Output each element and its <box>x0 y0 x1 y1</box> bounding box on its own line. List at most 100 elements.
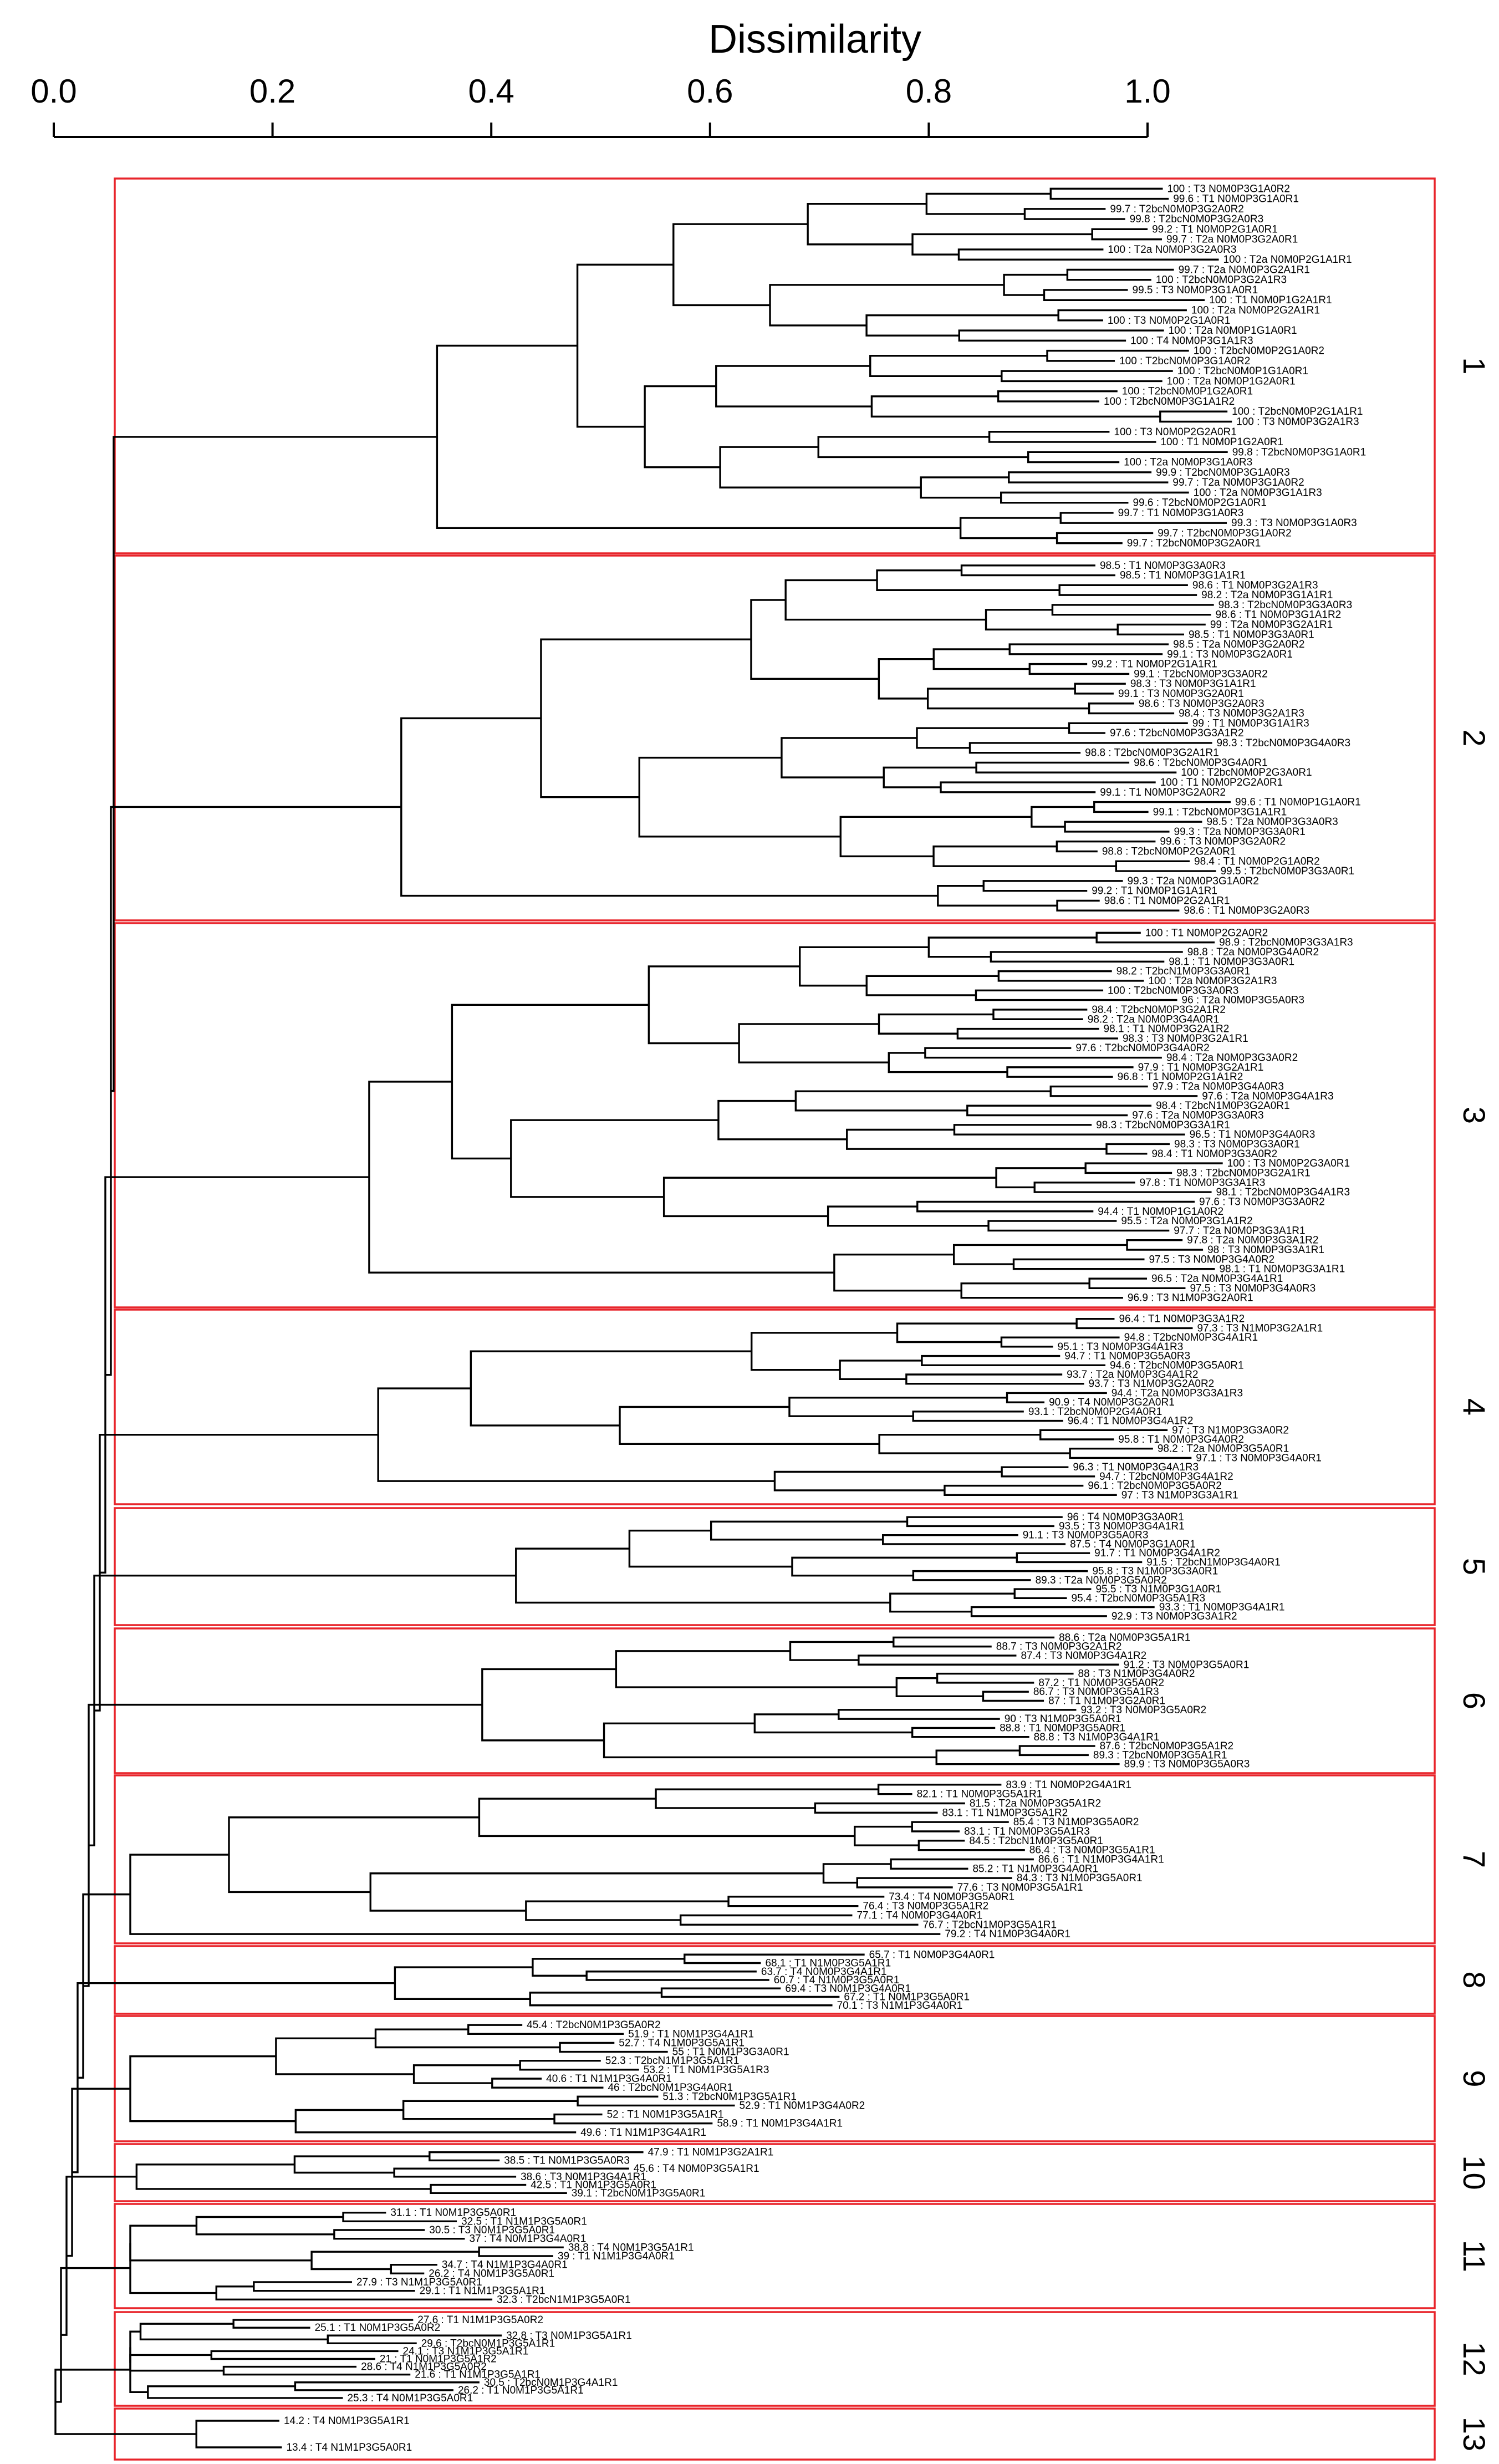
leaf-label: 32.3 : T2bcN1M1P3G5A0R1 <box>497 2294 631 2305</box>
leaf-label: 99.3 : T2a N0M0P3G1A0R2 <box>1128 875 1259 887</box>
branch <box>869 355 1048 377</box>
cluster-box <box>114 922 1436 1309</box>
branch <box>925 192 1051 215</box>
leaf-label: 88.8 : T1 N0M0P3G5A0R1 <box>1000 1722 1125 1734</box>
branch <box>1093 801 1231 813</box>
leaf-label: 99.1 : T3 N0M0P3G2A0R1 <box>1167 649 1293 660</box>
cluster-number: 9 <box>1457 2070 1492 2087</box>
leaf-label: 98.5 : T1 N0M0P3G3A0R1 <box>1189 629 1314 640</box>
leaf-label: 84.5 : T2bcN1M0P3G5A0R1 <box>969 1835 1103 1847</box>
leaf-label: 86.6 : T1 N1M0P3G4A1R1 <box>1038 1854 1164 1866</box>
branch <box>195 2216 344 2236</box>
leaf-label: 87.4 : T3 N0M0P3G4A1R2 <box>1021 1650 1146 1662</box>
leaf-label: 98.6 : T1 N0M0P3G1A1R2 <box>1216 609 1342 621</box>
cluster-number: 13 <box>1457 2417 1492 2451</box>
leaf-label: 45.4 : T2bcN0M1P3G5A0R2 <box>527 2019 661 2031</box>
leaf-label: 32.8 : T3 N0M1P3G5A1R1 <box>506 2330 632 2341</box>
leaf-label: 100 : T2a N0M0P2G2A1R1 <box>1191 305 1320 317</box>
leaf-label: 98.2 : T2a N0M0P3G1A1R1 <box>1201 589 1333 601</box>
x-tick-label: 0.6 <box>687 73 733 110</box>
leaf-label: 89.3 : T2a N0M0P3G5A0R2 <box>1036 1575 1167 1586</box>
branch <box>865 975 999 996</box>
leaf-label: 79.2 : T4 N1M0P3G4A0R1 <box>945 1928 1070 1940</box>
leaf-label: 100 : T3 N0M0P2G2A0R1 <box>1114 426 1236 438</box>
leaf-label: 99.7 : T1 N0M0P3G1A0R3 <box>1118 507 1244 519</box>
leaf-label: 98.4 : T1 N0M0P3G3A0R2 <box>1151 1148 1277 1160</box>
leaf-label: 98.5 : T1 N0M0P3G1A1R1 <box>1120 570 1246 582</box>
leaf-label: 58.9 : T1 N0M1P3G4A1R1 <box>717 2118 843 2130</box>
leaf-label: 97.6 : T2a N0M0P3G3A0R3 <box>1132 1110 1263 1122</box>
branch <box>1028 663 1130 675</box>
branch <box>294 2109 577 2134</box>
leaf-label: 60.7 : T4 N1M0P3G5A0R1 <box>774 1974 900 1986</box>
leaf-label: 93.2 : T3 N0M0P3G5A0R2 <box>1080 1704 1206 1716</box>
leaf-label: 30.5 : T2bcN0M1P3G4A1R1 <box>484 2377 618 2389</box>
leaf-label: 90.9 : T4 N0M0P3G2A0R1 <box>1049 1397 1175 1408</box>
leaf-label: 93.7 : T3 N1M0P3G2A0R2 <box>1089 1378 1215 1390</box>
branch <box>956 1027 1118 1040</box>
leaf-label: 98.3 : T3 N0M0P3G2A1R1 <box>1123 1033 1248 1045</box>
branch <box>129 2347 148 2394</box>
leaf-label: 69.4 : T3 N0M1P3G4A0R1 <box>785 1983 911 1994</box>
branch <box>960 564 1115 577</box>
branch <box>100 1176 369 1574</box>
branch <box>519 2060 639 2071</box>
leaf-label: 99.1 : T3 N0M0P3G2A0R1 <box>1118 688 1244 700</box>
branch <box>916 1200 1195 1213</box>
leaf-label: 99 : T1 N0M0P3G1A1R3 <box>1192 717 1309 729</box>
branch <box>374 2028 560 2049</box>
leaf-label: 96.1 : T2bcN0M0P3G5A0R2 <box>1088 1480 1222 1492</box>
branch <box>603 1722 937 1759</box>
leaf-label: 98.6 : T1 N0M0P2G2A1R1 <box>1104 895 1230 907</box>
branch <box>920 476 1009 499</box>
leaf-label: 95.4 : T2bcN0M0P3G5A1R3 <box>1072 1592 1206 1604</box>
branch <box>644 385 721 469</box>
leaf-label: 96.9 : T3 N1M0P3G2A0R1 <box>1128 1292 1253 1304</box>
branch <box>1088 1277 1186 1290</box>
leaf-label: 97.6 : T3 N0M0P3G3A0R2 <box>1199 1196 1325 1208</box>
branch <box>924 1047 1162 1059</box>
leaf-label: 97.8 : T2a N0M0P3G3A1R2 <box>1187 1235 1318 1246</box>
leaf-label: 100 : T2a N0M0P3G1A1R3 <box>1194 487 1322 498</box>
branch <box>1056 899 1180 912</box>
branch <box>451 1004 649 1160</box>
branch <box>672 223 808 307</box>
branch <box>878 1013 994 1035</box>
leaf-label: 99.7 : T2bcN0M0P3G2A0R2 <box>1110 203 1244 215</box>
branch <box>911 1821 1009 1832</box>
branch <box>839 816 1032 858</box>
leaf-label: 93.1 : T2bcN0M0P2G4A0R1 <box>1028 1406 1163 1418</box>
branch <box>858 1654 1119 1666</box>
branch <box>540 638 751 798</box>
leaf-label: 31.1 : T1 N0M1P3G5A0R1 <box>390 2207 516 2219</box>
leaf-label: 32.5 : T1 N1M1P3G5A0R1 <box>461 2216 587 2227</box>
branch <box>129 1854 941 1935</box>
branch <box>878 658 934 700</box>
leaf-label: 88.8 : T3 N1M0P3G4A1R1 <box>1034 1732 1160 1743</box>
branch <box>911 233 1093 256</box>
leaf-label: 94.7 : T1 N0M0P3G5A0R3 <box>1064 1351 1190 1362</box>
leaf-label: 99.9 : T2bcN0M0P3G1A0R3 <box>1156 467 1290 478</box>
branch <box>1003 273 1068 296</box>
branch <box>1051 604 1214 616</box>
leaf-label: 98.9 : T2bcN0M0P3G3A1R3 <box>1219 937 1353 949</box>
branch <box>1013 1588 1092 1600</box>
branch <box>1016 1552 1143 1564</box>
leaf-label: 25.1 : T1 N0M1P3G5A0R2 <box>315 2322 441 2334</box>
leaf-label: 98.1 : T1 N0M0P3G3A1R1 <box>1219 1264 1345 1275</box>
leaf-label: 83.1 : T1 N1M0P3G5A1R2 <box>942 1807 1068 1819</box>
branch <box>751 1332 898 1371</box>
leaf-label: 100 : T2a N0M0P3G1A0R3 <box>1124 457 1252 469</box>
leaf-label: 95.8 : T3 N1M0P3G3A0R1 <box>1092 1566 1218 1577</box>
leaf-label: 42.5 : T1 N0M1P3G5A0R1 <box>531 2180 656 2191</box>
branch <box>889 1592 1015 1613</box>
leaf-label: 94.7 : T2bcN0M0P3G4A1R2 <box>1099 1471 1233 1483</box>
leaf-label: 98.3 : T3 N0M0P3G1A1R1 <box>1130 678 1256 690</box>
leaf-label: 99.6 : T3 N0M0P3G2A0R2 <box>1160 836 1286 848</box>
branch <box>957 248 1219 261</box>
leaf-label: 100 : T3 N0M0P2G1A0R1 <box>1108 315 1230 327</box>
branch <box>1115 860 1216 872</box>
branch <box>129 2055 296 2122</box>
branch <box>846 1128 1107 1150</box>
